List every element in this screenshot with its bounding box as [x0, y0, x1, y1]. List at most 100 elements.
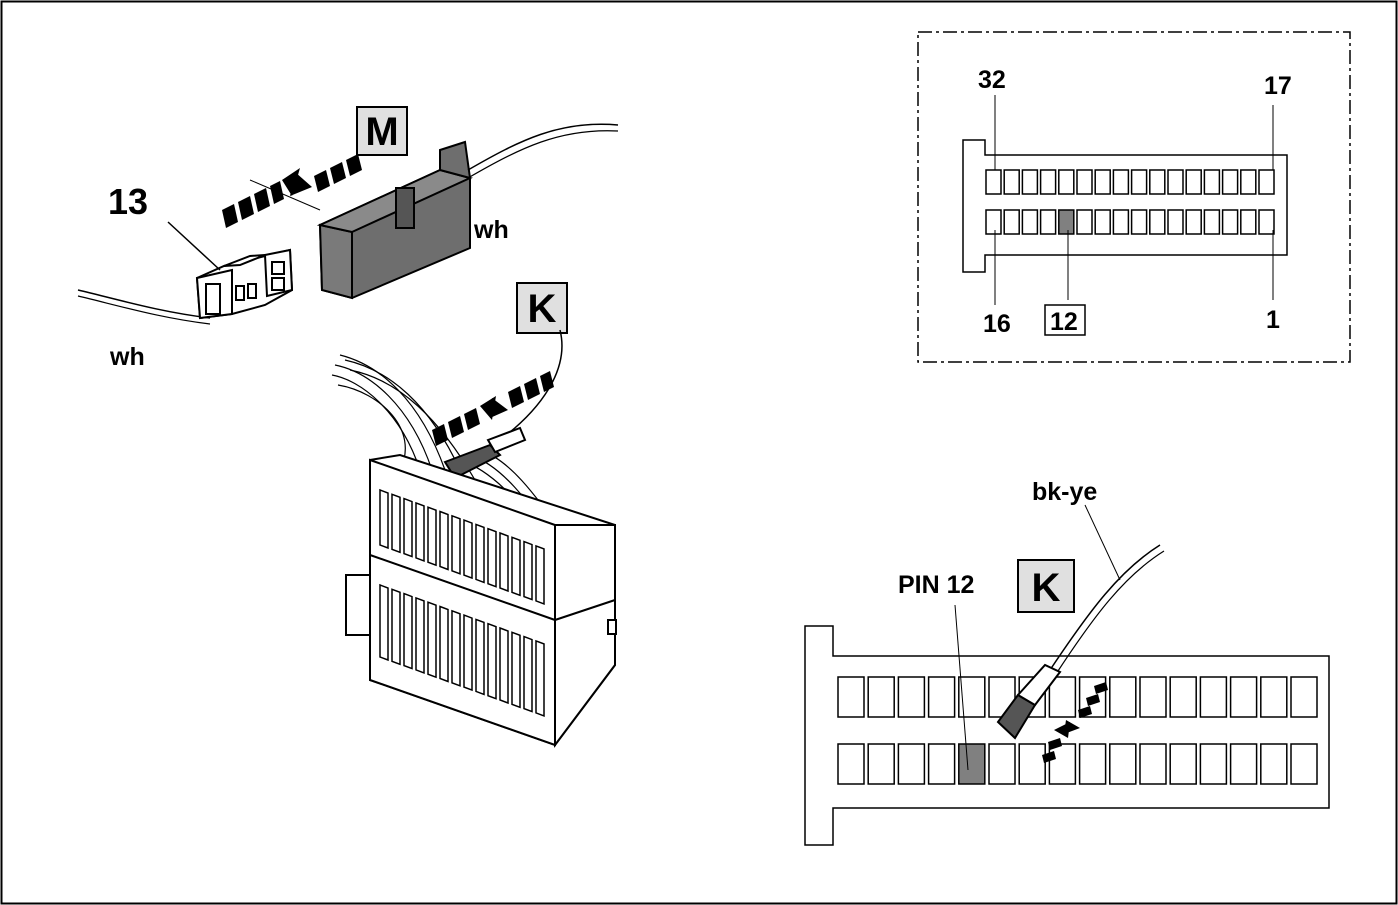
pin-label-1: 1: [1266, 306, 1280, 334]
pin-cavity-4: [1203, 209, 1221, 235]
pin-cavity-10: [1094, 209, 1111, 235]
block-slot-lower: [427, 601, 437, 679]
detail-cavity-4: [1199, 743, 1228, 785]
pin-cavity-18: [1240, 169, 1257, 195]
connector-13: [195, 248, 294, 320]
block-slot-upper: [523, 540, 533, 601]
pin-label-12-box: [1044, 304, 1086, 336]
block-slot-upper: [403, 497, 413, 558]
detail-cavity-20: [1199, 676, 1228, 718]
pin-cavity-9: [1112, 209, 1130, 235]
detail-cavity-13: [927, 743, 956, 785]
pin-cavity-22: [1167, 169, 1184, 195]
block-slot-upper: [475, 523, 485, 584]
connector-block-slots: [379, 488, 545, 717]
block-slot-upper: [463, 519, 473, 580]
block-slot-lower: [499, 626, 509, 705]
block-slot-upper: [487, 527, 497, 588]
leader-bk-ye: [1084, 504, 1121, 581]
detail-cavity-7: [1109, 743, 1137, 785]
pin-cavity-29: [1039, 169, 1057, 195]
pin-cavity-26: [1094, 169, 1111, 195]
pin-cavity-23: [1149, 169, 1166, 195]
pin-label-12: 12: [1050, 308, 1078, 336]
detail-cavity-8: [1078, 743, 1107, 785]
block-slot-upper: [391, 493, 401, 554]
pin-cavity-25: [1112, 169, 1130, 195]
detail-cavity-31: [867, 676, 895, 718]
pin-cavity-31: [1003, 169, 1020, 195]
pin-layout-housing: [962, 139, 1288, 273]
wire-bk-ye-inner: [1055, 550, 1165, 675]
label-box-k-left: [516, 282, 568, 334]
detail-cavity-6: [1139, 743, 1167, 785]
pin-cavity-16: [985, 209, 1002, 235]
detail-cavity-23: [1109, 676, 1137, 718]
mating-arrows-k: [432, 371, 554, 446]
block-slot-lower: [511, 631, 521, 709]
pin-label-16: 16: [983, 310, 1011, 338]
wire-bk-ye: [1049, 544, 1161, 671]
block-slot-upper: [379, 488, 389, 550]
detail-cavity-17: [1290, 676, 1318, 718]
pin-cavity-15: [1003, 209, 1020, 235]
block-slot-lower: [391, 588, 401, 666]
pin-cavity-1: [1258, 209, 1275, 235]
pin-cavity-3: [1221, 209, 1239, 235]
connector-label-m: M: [365, 110, 398, 154]
pin-cavity-14: [1021, 209, 1039, 235]
detail-cavity-16: [837, 743, 865, 785]
block-slot-lower: [487, 622, 497, 700]
pin-layout-view: 32 17 16 12 1: [917, 31, 1351, 363]
wire-m-inner: [467, 130, 619, 179]
wire-13: [77, 289, 211, 319]
detail-cavity-30: [897, 676, 926, 718]
detail-cavity-1: [1290, 743, 1318, 785]
block-slot-upper: [499, 531, 509, 593]
detail-cavity-14: [897, 743, 926, 785]
connector-label-k-left: K: [528, 287, 557, 331]
block-slot-lower: [439, 605, 449, 683]
block-slot-lower: [403, 592, 413, 670]
pin-12-label: PIN 12: [898, 571, 974, 599]
block-slot-lower: [475, 618, 485, 696]
pin-cavity-21: [1185, 169, 1202, 195]
pin-cavity-2: [1240, 209, 1257, 235]
pin-cavity-20: [1203, 169, 1221, 195]
mating-arrows-m: [222, 154, 362, 228]
pin-cavity-11: [1076, 209, 1093, 235]
wire-color-label-13: wh: [109, 343, 145, 371]
pin-cavity-13: [1039, 209, 1057, 235]
detail-cavity-18: [1260, 676, 1288, 718]
leader-pin-12: [954, 604, 969, 771]
pin-cavity-27: [1076, 169, 1093, 195]
detail-cavity-29: [927, 676, 956, 718]
block-slot-upper: [535, 544, 545, 605]
block-slot-upper: [415, 501, 425, 562]
block-slot-lower: [379, 583, 389, 662]
label-box-k-detail: [1017, 559, 1075, 613]
connector-m: [316, 140, 473, 300]
wire-color-label-bk-ye: bk-ye: [1032, 478, 1097, 506]
block-slot-lower: [523, 635, 533, 713]
label-box-m: [356, 106, 408, 156]
detail-cavity-19: [1229, 676, 1258, 718]
pin-cavity-30: [1021, 169, 1039, 195]
block-slot-lower: [415, 596, 425, 674]
pin-cavity-7: [1149, 209, 1166, 235]
detail-terminal: [996, 663, 1062, 740]
detail-cavity-3: [1229, 743, 1258, 785]
detail-cavity-9: [1048, 743, 1077, 785]
detail-pins: [837, 676, 1318, 785]
detail-cavity-32: [837, 676, 865, 718]
detail-cavity-15: [867, 743, 895, 785]
detail-cavity-2: [1260, 743, 1288, 785]
leader-13: [167, 221, 221, 271]
pin-cavity-5: [1185, 209, 1202, 235]
pin-cavity-19: [1221, 169, 1239, 195]
block-slot-upper: [439, 510, 449, 571]
detail-mating-arrows: [1042, 682, 1108, 763]
detail-cavity-10: [1018, 743, 1046, 785]
pin-layout-frame: [917, 31, 1351, 363]
